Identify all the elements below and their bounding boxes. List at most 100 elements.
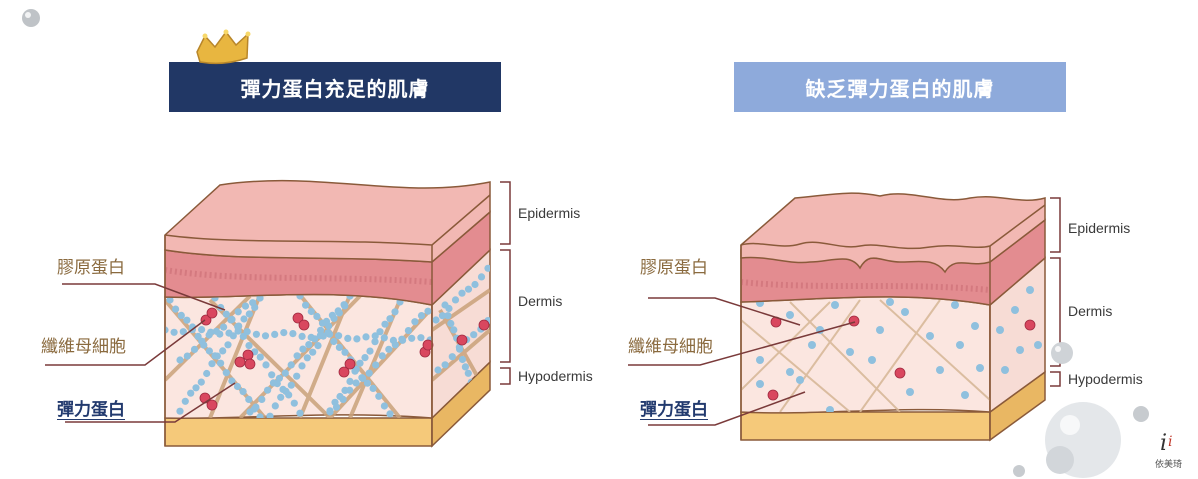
elastin-bead (417, 334, 425, 342)
label-collagen-right: 膠原蛋白 (640, 258, 708, 278)
elastin-bead (298, 332, 306, 340)
elastin-bead (176, 407, 184, 415)
elastin-bead (222, 369, 230, 377)
elastin-bead (424, 307, 432, 315)
elastin-bead (271, 402, 279, 410)
elastin-bead (408, 334, 416, 342)
healthy-skin-block (164, 179, 491, 448)
elastin-bead (220, 323, 228, 331)
elastin-bead (380, 402, 388, 410)
elastin-bead (951, 301, 959, 309)
elastin-bead (239, 388, 247, 396)
elastin-bead (351, 367, 359, 375)
elastin-bead (241, 302, 250, 310)
layer-epidermis-right: Epidermis (1068, 220, 1131, 236)
left-pointer-lines (45, 283, 236, 423)
elastin-bead (386, 315, 394, 323)
elastin-bead (222, 310, 230, 318)
elastin-bead (207, 328, 215, 336)
elastin-bead (290, 399, 298, 407)
elastin-bead (296, 409, 304, 417)
elastin-bead (225, 329, 233, 337)
elastin-bead (340, 301, 348, 309)
elastin-bead (176, 356, 184, 364)
elastin-bead (353, 335, 361, 343)
elastin-bead (317, 326, 325, 334)
elastin-bead (756, 356, 764, 364)
elastin-bead (262, 361, 270, 369)
elastin-bead (303, 354, 311, 362)
elastin-bead (293, 352, 301, 360)
elastin-bead (282, 387, 290, 395)
elastin-bead (217, 359, 225, 367)
elastin-bead (309, 348, 317, 356)
elastin-bead (281, 369, 289, 377)
elastin-bead (266, 412, 274, 418)
elastin-bead (961, 391, 969, 399)
elastin-bead (417, 312, 426, 320)
elastin-bead (240, 315, 248, 323)
elastin-bead (356, 359, 364, 367)
elastin-bead (808, 341, 816, 349)
elastin-bead (461, 363, 469, 371)
elastin-bead (325, 330, 334, 338)
elastin-bead (256, 413, 264, 418)
deficient-skin-block (740, 192, 1046, 442)
elastin-bead (227, 316, 235, 324)
droplet-icon (22, 9, 40, 27)
elastin-bead (366, 347, 374, 355)
elastin-bead (1011, 306, 1019, 314)
label-elastin-left: 彈力蛋白 (57, 400, 125, 420)
layer-dermis-right: Dermis (1068, 303, 1113, 319)
elastin-bead (458, 355, 467, 364)
elastin-bead (224, 341, 232, 349)
elastin-bead (385, 345, 393, 353)
elastin-bead (372, 361, 380, 369)
label-collagen-left: 膠原蛋白 (57, 258, 125, 278)
elastin-bead (868, 356, 876, 364)
elastin-bead (316, 332, 324, 340)
elastin-bead (197, 378, 205, 386)
elastin-bead (831, 301, 839, 309)
elastin-bead (399, 336, 407, 344)
elastin-bead (219, 347, 227, 355)
elastin-bead (344, 334, 352, 342)
elastin-bead (234, 327, 242, 335)
crown-icon (196, 29, 251, 65)
elastin-bead (305, 341, 313, 349)
label-elastin-right: 彈力蛋白 (640, 400, 708, 420)
label-fibroblast-left: 纖維母細胞 (41, 337, 126, 357)
elastin-bead (444, 312, 452, 320)
right-pointer-lines (628, 297, 856, 426)
layer-dermis-left: Dermis (518, 293, 563, 309)
elastin-bead (314, 342, 322, 350)
elastin-bead (432, 316, 440, 324)
elastin-bead (434, 366, 442, 374)
elastin-bead (277, 393, 285, 401)
elastin-bead (956, 341, 964, 349)
layer-epidermis-left: Epidermis (518, 205, 581, 221)
svg-text:i: i (1168, 434, 1172, 450)
elastin-bead (438, 312, 447, 320)
bubble-decoration-icon (1013, 342, 1149, 478)
elastin-bead (381, 320, 389, 328)
elastin-bead (252, 330, 260, 338)
elastin-bead (183, 316, 191, 324)
elastin-bead (264, 386, 272, 394)
elastin-bead (198, 337, 206, 345)
left-layer-brackets (500, 181, 511, 385)
elastin-bead (234, 308, 242, 316)
elastin-bead (901, 308, 909, 316)
elastin-bead (361, 354, 369, 362)
elastin-bead (470, 331, 478, 339)
elastin-bead (376, 328, 384, 336)
elastin-bead (411, 318, 419, 326)
elastin-bead (464, 369, 472, 377)
elastin-bead (971, 322, 979, 330)
elastin-bead (378, 352, 386, 360)
elastin-bead (389, 336, 397, 344)
elastin-bead (296, 294, 304, 300)
brand-logo-text: 依美琦 (1155, 460, 1183, 470)
elastin-bead (172, 305, 180, 313)
